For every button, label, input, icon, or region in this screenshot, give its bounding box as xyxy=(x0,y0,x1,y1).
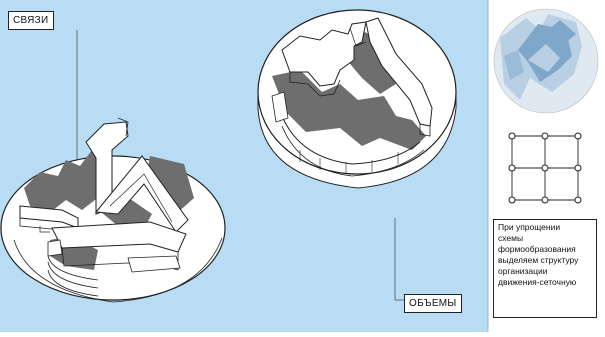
caption-line: При упрощении xyxy=(498,222,592,233)
caption-box: При упрощении схемы формообразования выд… xyxy=(493,219,597,318)
caption-line: организации xyxy=(498,266,592,277)
volumes-model xyxy=(258,10,456,188)
form-simplification-scheme xyxy=(494,9,598,113)
caption-line: выделяем структуру xyxy=(498,255,592,266)
caption-line: движения-сеточную xyxy=(498,277,592,288)
links-label: СВЯЗИ xyxy=(8,11,54,30)
caption-line: схемы xyxy=(498,233,592,244)
caption-line: формообразования xyxy=(498,244,592,255)
volumes-label: ОБЪЕМЫ xyxy=(404,294,462,313)
